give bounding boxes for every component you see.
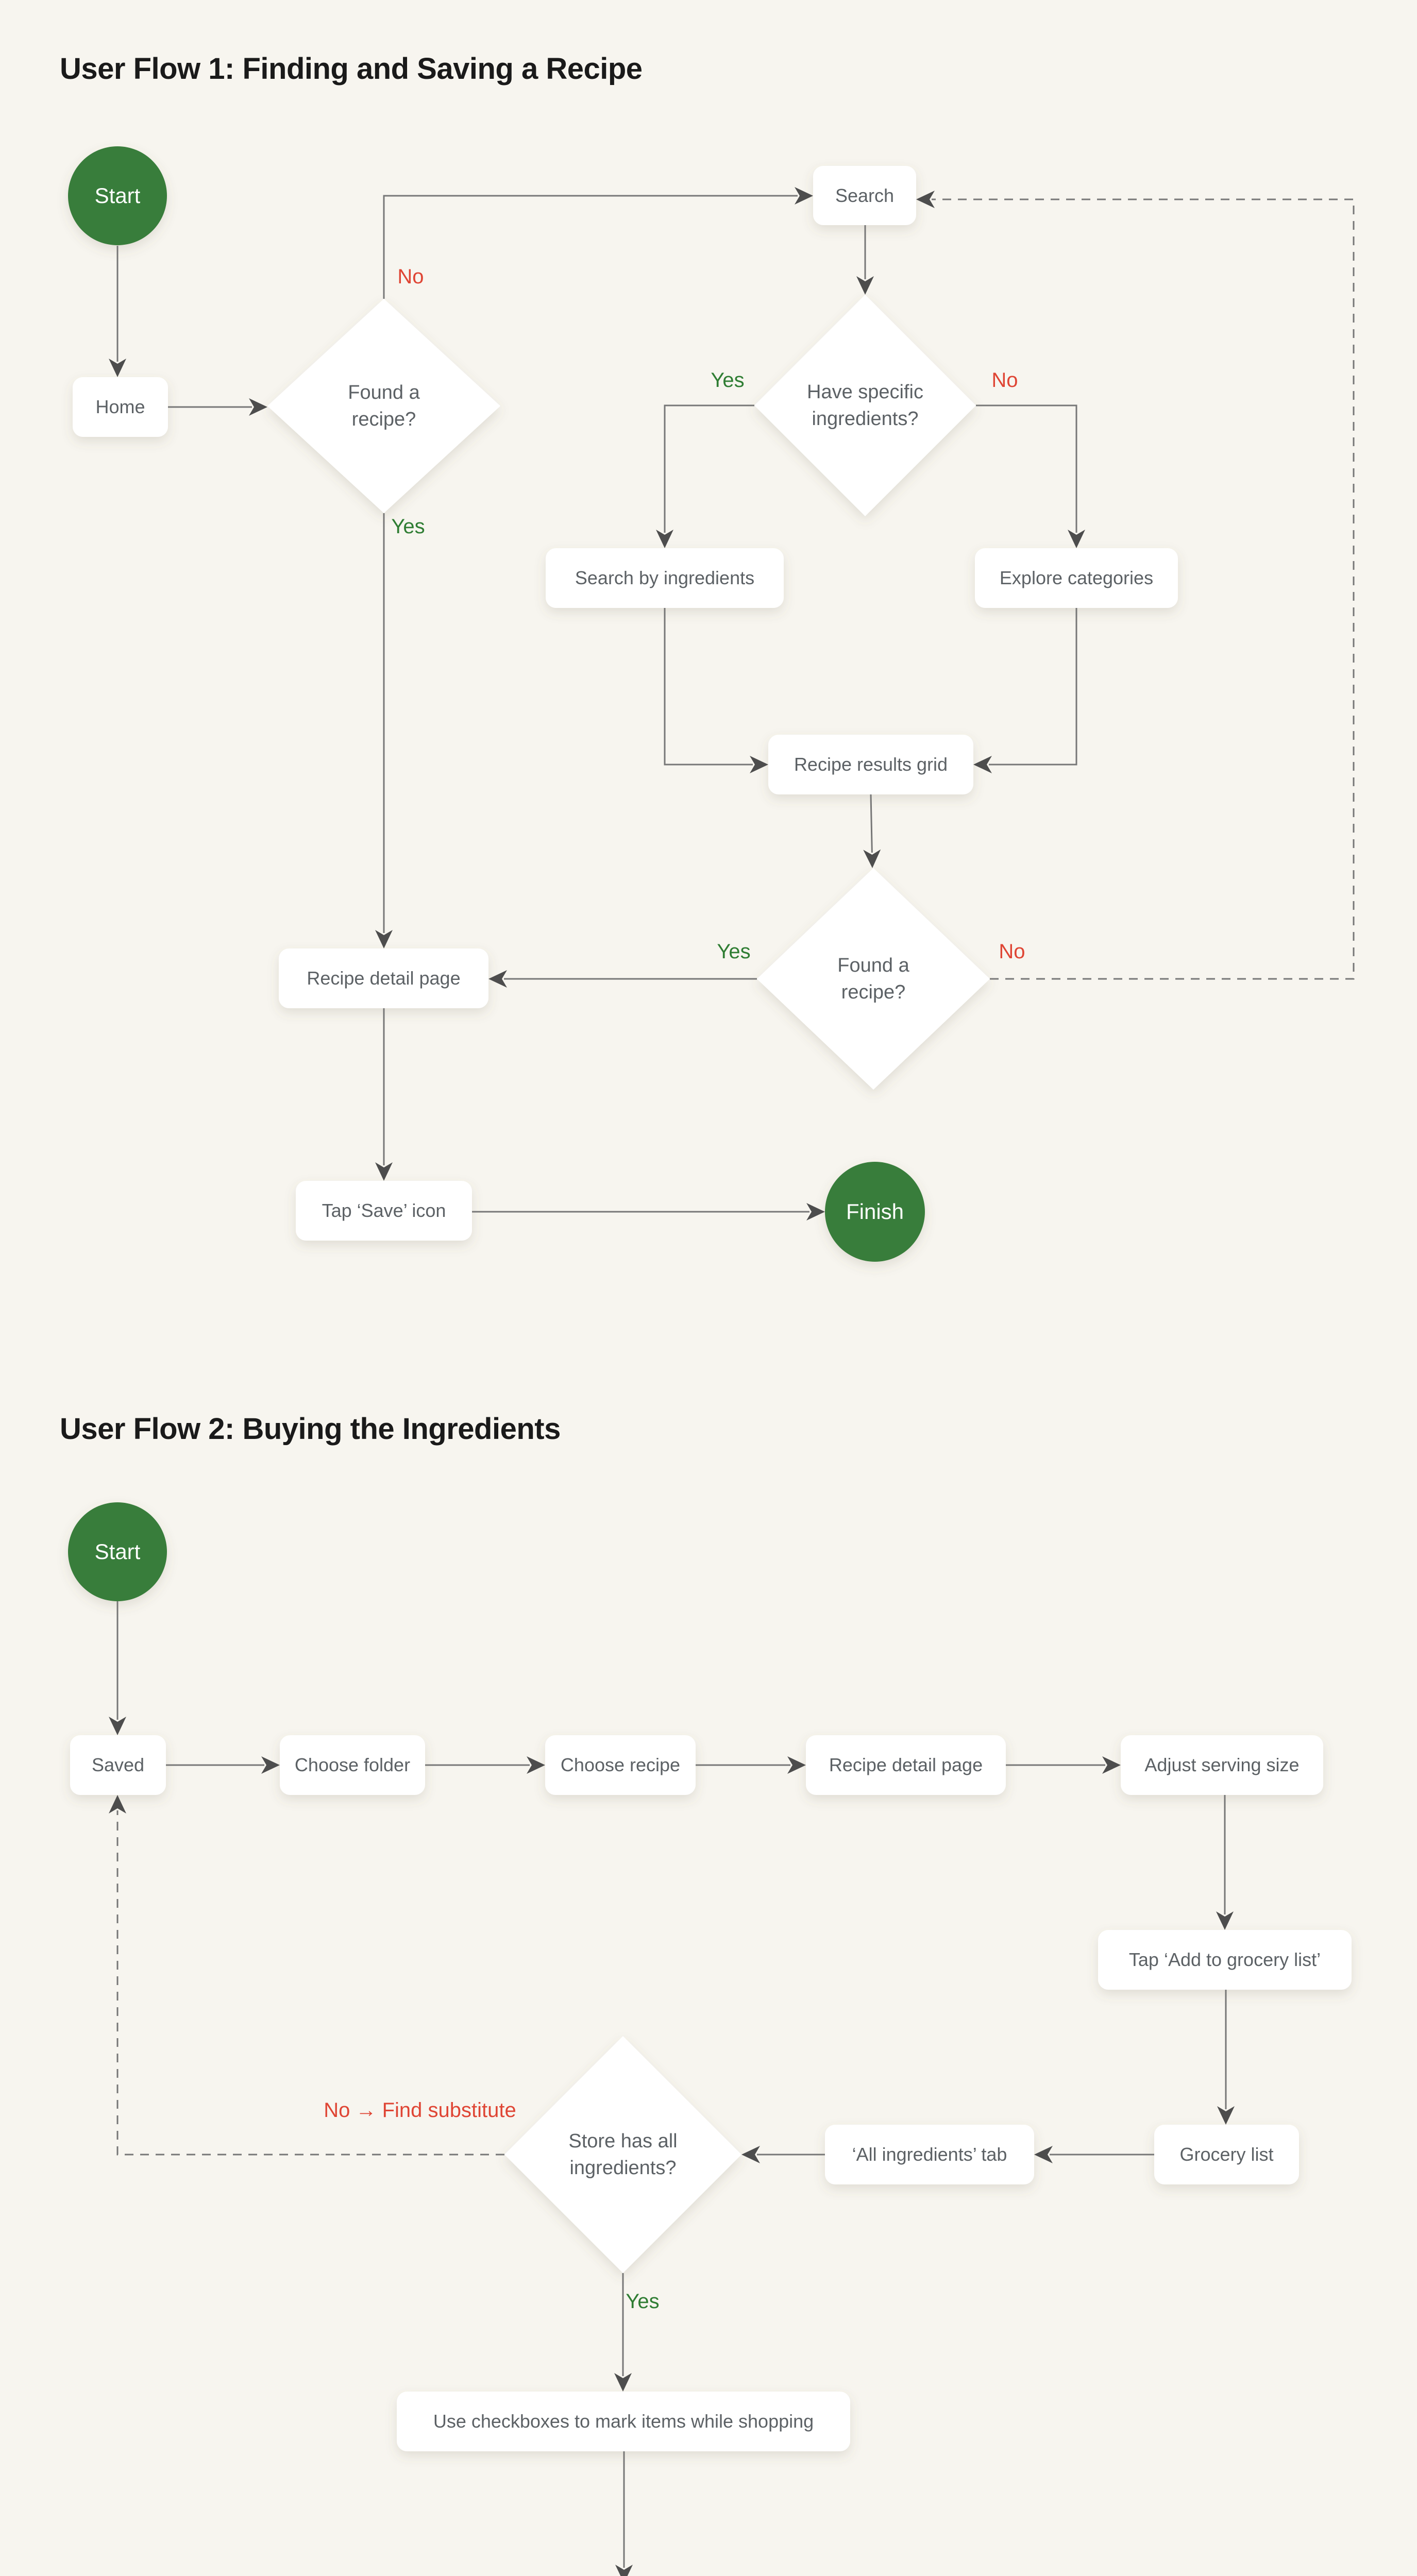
arrowhead-icon: [1034, 2146, 1053, 2163]
arrowhead-icon: [527, 1756, 545, 1774]
arrowhead-icon: [615, 2565, 633, 2576]
found-a-recipe-1-decision-node: [267, 299, 500, 513]
have-specific-ingredients-decision-node: [754, 295, 976, 516]
arrowhead-icon: [863, 849, 881, 868]
recipe-detail-page-process-node: [279, 948, 488, 1008]
grocery-list-process-node: [1154, 2125, 1299, 2184]
arrowhead-icon: [741, 2146, 760, 2163]
start-terminal-node: [68, 1502, 167, 1601]
arrowhead-icon: [856, 276, 874, 295]
arrowhead-icon: [656, 530, 673, 548]
finish-terminal-node: [825, 1162, 925, 1262]
choose-recipe-process-node: [545, 1735, 696, 1795]
arrowhead-icon: [795, 187, 813, 205]
connector-line-dashed: [116, 1810, 504, 2156]
connector-line: [870, 794, 873, 853]
arrowhead-icon: [973, 756, 992, 773]
search-process-node: [813, 166, 916, 225]
tap-save-icon-process-node: [296, 1181, 472, 1241]
arrowhead-icon: [375, 930, 393, 948]
connector-line: [664, 608, 753, 766]
arrowhead-icon: [750, 756, 768, 773]
adjust-serving-size-process-node: [1121, 1735, 1323, 1795]
connector-line: [383, 195, 798, 299]
connector-line: [989, 608, 1077, 766]
arrowhead-icon: [1216, 1911, 1234, 1930]
arrowhead-icon: [916, 191, 935, 208]
home-process-node: [73, 377, 168, 437]
tap-add-to-grocery-list-process-node: [1098, 1930, 1352, 1990]
recipe-detail-page-process-node: [806, 1735, 1006, 1795]
arrowhead-icon: [375, 1162, 393, 1181]
search-by-ingredients-process-node: [546, 548, 784, 608]
use-checkboxes-process-node: [397, 2392, 850, 2451]
start-terminal-node: [68, 146, 167, 245]
connector-line: [976, 404, 1077, 533]
recipe-results-grid-process-node: [768, 735, 973, 794]
arrowhead-icon: [261, 1756, 280, 1774]
arrowhead-icon: [1068, 530, 1085, 548]
arrowhead-icon: [614, 2373, 632, 2392]
found-a-recipe-2-decision-node: [757, 868, 990, 1090]
connector-line: [664, 404, 754, 533]
flow-title: User Flow 2: Buying the Ingredients: [60, 1412, 561, 1446]
choose-folder-process-node: [280, 1735, 425, 1795]
arrowhead-icon: [1102, 1756, 1121, 1774]
explore-categories-process-node: [975, 548, 1178, 608]
flow-title: User Flow 1: Finding and Saving a Recipe: [60, 52, 643, 86]
arrowhead-icon: [787, 1756, 806, 1774]
saved-process-node: [70, 1735, 166, 1795]
arrowhead-icon: [109, 1717, 126, 1735]
arrowhead-icon: [1217, 2106, 1235, 2125]
arrowhead-icon: [806, 1203, 825, 1221]
store-has-all-ingredients-decision-node: [504, 2036, 741, 2273]
arrowhead-icon: [488, 970, 507, 988]
arrowhead-icon: [109, 359, 126, 377]
arrowhead-icon: [249, 398, 267, 416]
connector-layer: [109, 187, 1355, 2576]
shapes-layer: [68, 146, 1352, 2451]
arrowhead-icon: [109, 1795, 126, 1814]
all-ingredients-tab-process-node: [825, 2125, 1034, 2184]
